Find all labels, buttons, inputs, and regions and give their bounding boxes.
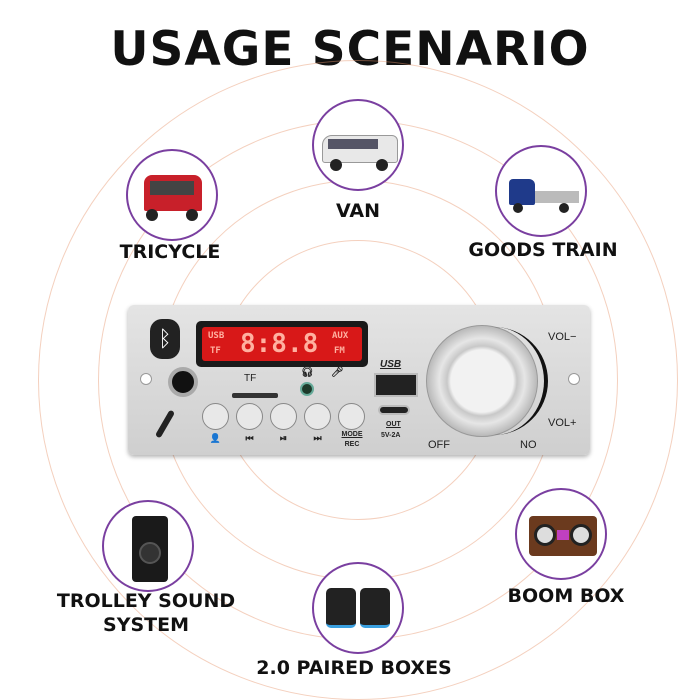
usb-label: USB	[380, 359, 402, 370]
previous-icon: ⏮	[245, 433, 254, 443]
tricycle-image	[126, 149, 218, 241]
scenario-label-boombox: BOOM BOX	[507, 585, 625, 607]
mic-indicator-icon: 🎤︎	[331, 367, 344, 378]
volume-arc	[488, 327, 548, 435]
boombox-image	[515, 488, 607, 580]
usb-port[interactable]	[374, 373, 418, 397]
tf-label: TF	[244, 373, 257, 384]
off-label: OFF	[428, 439, 450, 451]
trolley-speaker-image	[102, 500, 194, 592]
display-fm: FM	[334, 346, 345, 356]
rec-label: REC	[344, 441, 360, 448]
scenario-label-tricycle: TRICYCLE	[119, 241, 221, 263]
headphone-icon: 🎧︎	[301, 367, 314, 378]
button-play-pause[interactable]	[270, 403, 297, 430]
mic-jack[interactable]	[168, 367, 198, 397]
display-tf: TF	[210, 346, 221, 356]
out-label: OUT	[386, 421, 401, 428]
mount-hole	[140, 373, 152, 385]
scenario-label-trolley-line2: SYSTEM	[103, 614, 189, 636]
on-label: NO	[520, 439, 537, 451]
scenario-label-van: VAN	[335, 200, 381, 222]
button-mode-rec[interactable]	[338, 403, 365, 430]
display-digits: 8:8.8	[240, 329, 319, 359]
mount-hole	[568, 373, 580, 385]
vol-minus-label: VOL−	[548, 331, 577, 343]
display-usb: USB	[208, 331, 225, 341]
led-display: USB TF 8:8.8 AUX FM	[196, 321, 368, 367]
play-pause-icon: ⏯	[279, 433, 288, 443]
mp3-decoder-panel: ᛒ USB TF 8:8.8 AUX FM TF 🎧︎ 🎤︎ 👤 ⏮ ⏯ ⏭ M…	[128, 305, 590, 455]
vol-plus-label: VOL+	[548, 417, 577, 429]
van-image	[312, 99, 404, 191]
paired-speakers-image	[312, 562, 404, 654]
tf-card-slot[interactable]	[232, 393, 278, 398]
next-icon: ⏭	[313, 433, 322, 443]
user-icon: 👤	[209, 433, 222, 443]
mode-label: MODE	[341, 431, 363, 438]
headphone-jack[interactable]	[300, 382, 314, 396]
scenario-label-trolley-line1: TROLLEY SOUND	[56, 590, 236, 612]
bluetooth-icon: ᛒ	[150, 319, 180, 359]
button-previous[interactable]	[236, 403, 263, 430]
scenario-label-paired-boxes: 2.0 PAIRED BOXES	[256, 657, 452, 679]
display-aux: AUX	[332, 331, 349, 341]
microphone-icon	[154, 409, 176, 439]
out-spec: 5V-2A	[381, 432, 401, 439]
truck-image	[495, 145, 587, 237]
button-user[interactable]	[202, 403, 229, 430]
button-next[interactable]	[304, 403, 331, 430]
usb-c-port[interactable]	[378, 405, 410, 415]
scenario-label-goods-train: GOODS TRAIN	[468, 239, 618, 261]
